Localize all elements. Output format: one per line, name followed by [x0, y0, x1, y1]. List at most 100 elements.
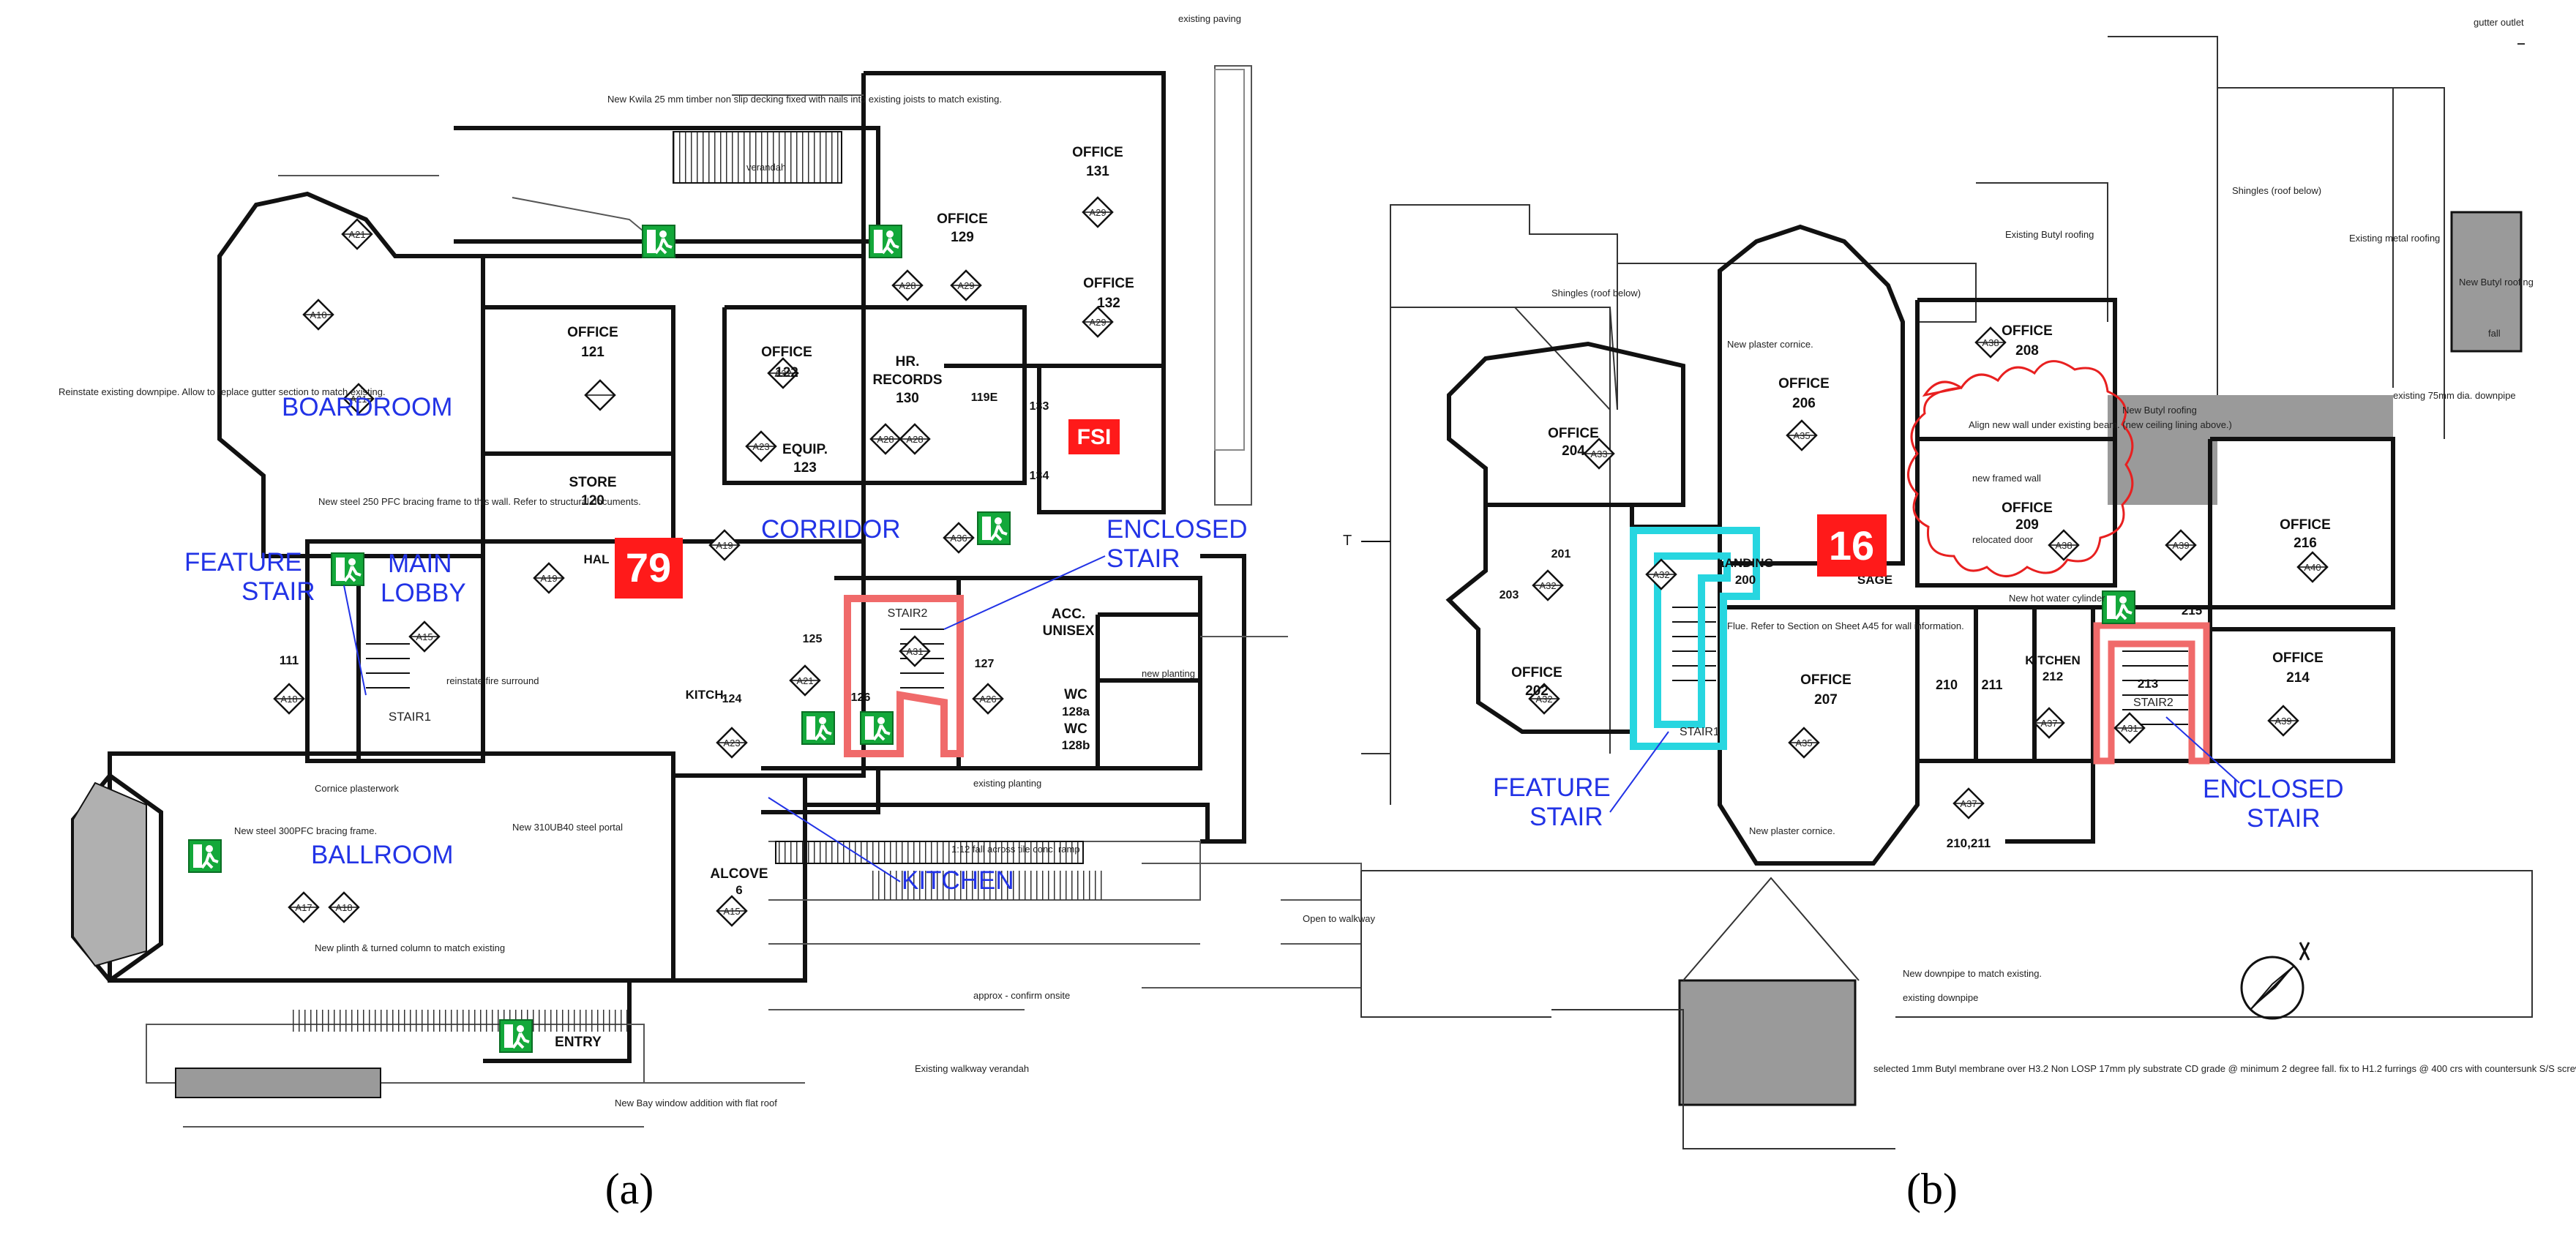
tag-a-7: A28 — [877, 434, 894, 445]
room-127-label: 127 — [975, 658, 995, 670]
note-b-shingles-1: Shingles (roof below) — [1551, 288, 1641, 299]
note-b-cylinder: New hot water cylinder — [2009, 593, 2105, 604]
office-132-label: OFFICE — [1083, 276, 1134, 291]
tag-a-15: A31 — [906, 646, 923, 657]
wc-128b-number: 128b — [1062, 738, 1090, 752]
note-a-paving: existing paving — [1178, 13, 1241, 24]
room-215-label: 215 — [2182, 604, 2202, 618]
note-b-gutter: gutter outlet — [2474, 17, 2524, 28]
enclosed-stair-outline-b — [2093, 622, 2210, 765]
office-207-label: OFFICE — [1800, 672, 1852, 688]
enclosed-stair-b-line2: STAIR — [2247, 804, 2320, 833]
tag-b-11: A31 — [2121, 723, 2138, 734]
tag-a-13: A19 — [540, 573, 557, 584]
office-202-label: OFFICE — [1511, 665, 1562, 680]
tag-b-7: A32 — [1539, 580, 1556, 591]
tag-b-5: A40 — [2304, 562, 2321, 573]
note-a-bracing-250: New steel 250 PFC bracing frame to this … — [318, 496, 641, 507]
exit-signs-b — [2101, 590, 2136, 625]
office-204-number: 204 — [1562, 443, 1585, 459]
tag-a-8: A29 — [1089, 317, 1106, 328]
corridor-label: CORRIDOR — [761, 515, 901, 544]
hr-records-number: 130 — [896, 391, 919, 406]
tag-a-17: A18 — [280, 694, 297, 705]
note-b-section-mark: T — [1343, 533, 1352, 549]
office-122-label: OFFICE — [761, 345, 812, 360]
feature-stair-b-line1: FEATURE — [1493, 773, 1611, 802]
equip-label: EQUIP. — [782, 442, 828, 457]
office-204-label: OFFICE — [1548, 426, 1599, 441]
note-a-open: Open to walkway — [1303, 913, 1375, 924]
tag-b-9: A35 — [1795, 738, 1812, 749]
main-lobby-line2: LOBBY — [381, 579, 466, 607]
equip-number: 123 — [793, 460, 817, 476]
tag-ids-b: A33 A35 A38 A38 A39 A40 A32 A32 A32 A35 … — [1535, 337, 2321, 809]
room-210-211-label: 210,211 — [1947, 836, 1991, 850]
note-b-flue: Flue. Refer to Section on Sheet A45 for … — [1727, 620, 1964, 631]
alcove-label: ALCOVE — [710, 866, 768, 882]
room-names-b: OFFICE 204 OFFICE 206 OFFICE 208 OFFICE … — [1499, 323, 2331, 850]
enclosed-stair-b-line1: ENCLOSED — [2203, 775, 2344, 803]
note-a-verandah: verandah — [746, 162, 786, 173]
note-a-bay-window: New Bay window addition with flat roof — [615, 1098, 777, 1108]
note-b-cornice-1: New plaster cornice. — [1727, 339, 1813, 350]
note-b-downpipe-existing: existing downpipe — [1903, 992, 1978, 1003]
stair1-label-b: STAIR1 — [1680, 726, 1720, 738]
office-202-number: 202 — [1525, 683, 1549, 699]
badge-16: 16 — [1817, 514, 1887, 577]
note-a-cornice: Cornice plasterwork — [315, 783, 399, 794]
office-121-number: 121 — [581, 345, 604, 360]
office-131-label: OFFICE — [1072, 145, 1123, 160]
room-203-label: 203 — [1499, 589, 1519, 601]
main-lobby-line1: MAIN — [388, 549, 452, 578]
note-b-relocated-door: relocated door — [1972, 534, 2034, 545]
room-names-a: OFFICE 131 OFFICE 129 OFFICE 132 OFFICE … — [280, 145, 1134, 1050]
entry-label: ENTRY — [555, 1035, 602, 1050]
kitchen-label-a: KITCHEN — [902, 866, 1014, 895]
note-b-75mm: existing 75mm dia. downpipe — [2393, 390, 2516, 401]
note-b-membrane: selected 1mm Butyl membrane over H3.2 No… — [1873, 1063, 2576, 1074]
note-b-cornice-2: New plaster cornice. — [1749, 825, 1835, 836]
feature-stair-a-line2: STAIR — [242, 577, 315, 606]
blue-labels-a: BOARDROOM FEATURE STAIR MAIN LOBBY CORRI… — [184, 393, 1248, 895]
note-b-fall: fall — [2488, 328, 2501, 339]
note-a-existing-planting: existing planting — [973, 778, 1041, 789]
office-131-number: 131 — [1086, 164, 1109, 179]
badge-79: 79 — [615, 538, 683, 599]
office-209-label: OFFICE — [2002, 500, 2053, 516]
hall-label: HAL — [584, 552, 610, 566]
wc-128a-label: WC — [1064, 687, 1087, 702]
tag-ids-a: A21 A10 A21 A22 A28 A29 A29 A28 A29 A23 … — [280, 207, 1106, 917]
note-b-new-butyl: New Butyl roofing — [2122, 405, 2197, 416]
room-210-label: 210 — [1936, 678, 1958, 692]
tag-a-2: A21 — [350, 394, 367, 405]
wc-128a-number: 128a — [1062, 705, 1090, 719]
room-201-label: 201 — [1551, 548, 1571, 560]
tag-b-2: A38 — [1982, 337, 1999, 348]
tag-b-4: A39 — [2172, 540, 2189, 551]
kitchen-b-label: KITCHEN — [2025, 653, 2081, 667]
stair1-label-a: STAIR1 — [389, 710, 431, 724]
office-122-number: 122 — [775, 365, 798, 380]
tag-a-3: A22 — [774, 368, 791, 379]
kitchen-b-number: 212 — [2043, 669, 2063, 683]
note-b-framed-wall: new framed wall — [1972, 473, 2041, 484]
note-a-fire-surround: reinstate fire surround — [446, 675, 539, 686]
tag-a-9: A23 — [752, 441, 769, 452]
tag-a-19: A17 — [295, 902, 312, 913]
kitch-label: KITCH. — [686, 688, 727, 702]
note-a-walkway: Existing walkway verandah — [915, 1063, 1029, 1074]
office-206-label: OFFICE — [1778, 376, 1830, 391]
caption-a: (a) — [605, 1165, 654, 1213]
tag-b-1: A35 — [1793, 430, 1810, 441]
store-number: 120 — [581, 493, 604, 509]
tag-a-6: A29 — [957, 280, 974, 291]
office-209-number: 209 — [2015, 517, 2039, 533]
wc-128b-label: WC — [1064, 721, 1087, 737]
note-a-new-planting: new planting — [1142, 668, 1195, 679]
note-b-metal: Existing metal roofing — [2349, 233, 2440, 244]
tag-a-12: A15 — [416, 631, 433, 642]
tag-b-3: A38 — [2055, 540, 2072, 551]
hr-records-label-1: HR. — [896, 354, 920, 369]
